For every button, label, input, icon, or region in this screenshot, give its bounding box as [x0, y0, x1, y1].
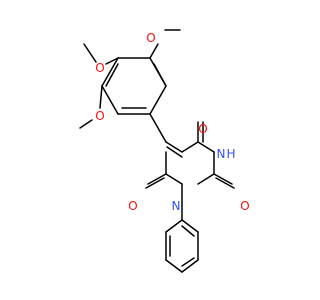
atom-label-h-imide: H [226, 147, 235, 161]
atom-label-o-methoxy-lower: O [95, 109, 104, 123]
atom-label-o-carbonyl-bottom-right: O [240, 199, 249, 213]
atom-label-o-carbonyl-right: O [198, 122, 207, 136]
atom-label-o-carbonyl-left: O [128, 199, 137, 213]
atom-label-o-methoxy-middle: O [95, 61, 104, 75]
bond-ring-c4-c5 [101, 85, 119, 115]
bond-phenyl-c4-c5-inner [181, 257, 195, 267]
bond-methoxy-middle-o-ring [105, 57, 119, 65]
bond-vinyl-double-b [166, 146, 183, 158]
atom-label-n-phenyl: N [172, 199, 181, 213]
bond-c2-o-double [215, 177, 235, 189]
bond-ring-c2-c3 [149, 85, 167, 115]
background [0, 0, 300, 300]
bond-phenyl-c6-c1 [181, 219, 199, 233]
bond-layer [79, 29, 235, 273]
bond-c6-o-double [145, 177, 165, 189]
molecule-structure-diagram: O O O O O O N H N [0, 0, 300, 300]
bond-phenyl-c4-c5 [181, 259, 199, 273]
atom-label-layer: O O O O O O N H N [95, 31, 249, 213]
bond-methoxy-lower-o-ring [99, 85, 103, 109]
bond-phenyl-c3-c4 [165, 259, 183, 273]
bond-methoxy-middle-ch3 [83, 43, 97, 63]
bond-methoxy-top-o-ring [149, 43, 159, 59]
bond-c2-n1 [197, 173, 215, 185]
bond-phenyl-c1-c2 [165, 219, 183, 233]
bond-ring-c1-c2-inner [153, 63, 167, 87]
bond-methoxy-lower-ch3 [79, 119, 93, 129]
bond-c6-o [147, 173, 167, 185]
atom-label-o-methoxy-top: O [146, 31, 155, 45]
bond-c4-n3 [197, 141, 215, 153]
bond-aryl-vinyl [149, 113, 167, 143]
bond-ring-c5-c6-inner [105, 63, 119, 87]
bond-vinyl-double-a [165, 141, 183, 153]
bond-c5-c4 [181, 141, 199, 153]
atom-label-n-imide: N [217, 147, 226, 161]
bond-ring-c5-c6 [101, 57, 119, 87]
bond-n1-c6 [165, 173, 183, 185]
bond-phenyl-c6-c1-inner [181, 225, 195, 237]
bond-c2-o [213, 173, 233, 185]
